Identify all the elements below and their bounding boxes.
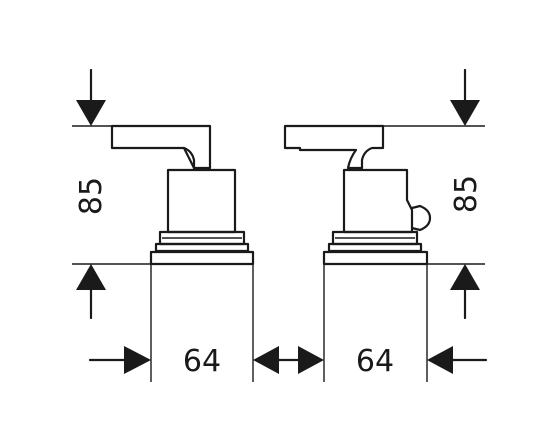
middle-right-arrowhead	[298, 346, 324, 374]
right-valve	[283, 124, 432, 266]
left-lever-neck	[182, 146, 196, 170]
right-valve-body	[342, 168, 414, 234]
right-width-arrowhead	[427, 346, 453, 374]
left-collar-lower	[154, 242, 250, 253]
left-height-label: 85	[74, 177, 109, 215]
left-width-label: 64	[183, 344, 221, 379]
right-base-flange	[322, 250, 429, 266]
left-top-arrowhead	[76, 100, 106, 126]
left-lever-handle	[110, 124, 212, 170]
right-height-dimension: 85	[383, 68, 485, 320]
right-lever-handle	[283, 124, 385, 170]
right-height-label: 85	[449, 175, 484, 213]
right-collar-lower	[327, 242, 423, 253]
middle-left-arrowhead	[253, 346, 279, 374]
width-dimensions: 64 64	[88, 264, 488, 382]
left-width-arrowhead	[124, 346, 151, 374]
left-bottom-arrowhead	[76, 264, 106, 290]
right-top-arrowhead	[450, 100, 480, 126]
right-bottom-arrowhead	[450, 264, 480, 290]
left-valve	[110, 124, 255, 266]
left-valve-body	[166, 168, 237, 234]
left-height-dimension: 85	[72, 68, 151, 320]
right-side-knob	[410, 204, 432, 232]
right-width-label: 64	[356, 344, 394, 379]
left-base-flange	[149, 250, 255, 266]
